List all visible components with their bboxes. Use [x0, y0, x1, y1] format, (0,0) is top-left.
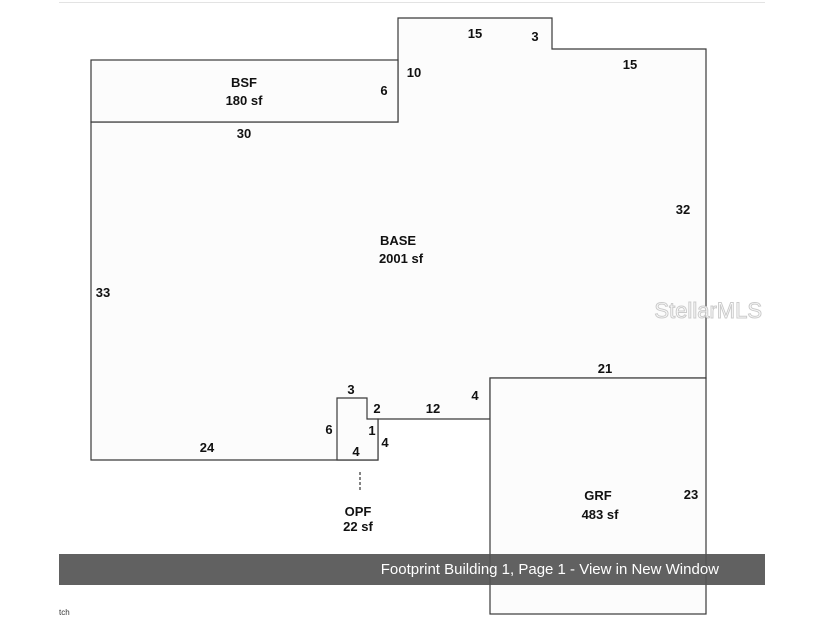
dim-step-10: 10	[407, 65, 421, 80]
footer-text: tch	[59, 608, 70, 617]
dim-notch-3: 3	[347, 382, 354, 397]
dim-bsf-30: 30	[237, 126, 251, 141]
grf-area: 483 sf	[582, 507, 620, 522]
view-in-new-window-link[interactable]: Footprint Building 1, Page 1 - View in N…	[59, 554, 765, 585]
dim-top-3: 3	[531, 29, 538, 44]
base-area: 2001 sf	[379, 251, 424, 266]
caption-text: Footprint Building 1, Page 1 - View in N…	[380, 561, 719, 578]
opf-notch-outline	[336, 397, 379, 461]
dim-left-33: 33	[96, 285, 110, 300]
bsf-room-outline	[90, 59, 399, 123]
dim-right-32: 32	[676, 202, 690, 217]
dim-top-15: 15	[468, 26, 482, 41]
base-name: BASE	[380, 233, 416, 248]
bsf-area: 180 sf	[226, 93, 264, 108]
dim-notch-4-bottom: 4	[352, 444, 360, 459]
bsf-name: BSF	[231, 75, 257, 90]
stellarmls-watermark: StellarMLS	[654, 298, 762, 323]
dim-notch-4-right: 4	[381, 435, 389, 450]
grf-name: GRF	[584, 488, 612, 503]
dim-right-top-15: 15	[623, 57, 637, 72]
dim-run-12: 12	[426, 401, 440, 416]
dim-step-4: 4	[471, 388, 479, 403]
dim-grf-right-23: 23	[684, 487, 698, 502]
dim-notch-2: 2	[373, 401, 380, 416]
dim-bsf-6: 6	[380, 83, 387, 98]
dim-notch-1: 1	[368, 423, 375, 438]
top-divider	[59, 2, 765, 3]
dim-grf-top-21: 21	[598, 361, 612, 376]
opf-name: OPF	[345, 504, 372, 519]
dim-bottom-24: 24	[200, 440, 215, 455]
dim-notch-6: 6	[325, 422, 332, 437]
opf-area: 22 sf	[343, 519, 373, 534]
